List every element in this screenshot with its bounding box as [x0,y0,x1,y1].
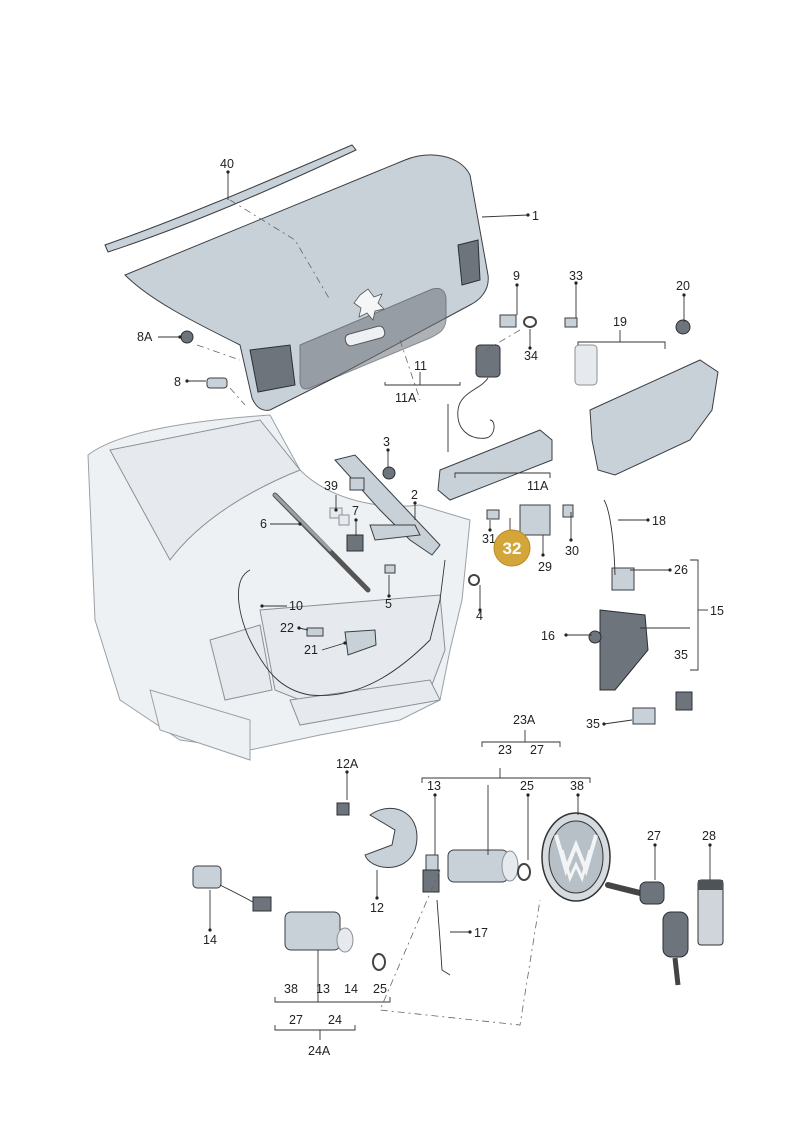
label-16: 16 [541,629,555,643]
right-bracket [574,344,719,691]
label-23a: 23A [513,713,536,727]
label-38-top: 38 [570,779,584,793]
label-39: 39 [324,479,338,493]
label-25-top: 25 [520,779,534,793]
label-22: 22 [280,621,294,635]
label-15: 15 [710,604,724,618]
label-9: 9 [513,269,520,283]
label-29: 29 [538,560,552,574]
label-40: 40 [220,157,234,171]
highlight-callout-32[interactable]: 32 [493,518,531,567]
label-4: 4 [476,609,483,623]
folding-key-icon [605,881,689,986]
spoiler-strip [104,144,357,253]
part-labels: 1 40 9 33 20 19 34 8A 8 11 11A 11A 3 2 3… [137,157,724,1058]
label-13-top: 13 [427,779,441,793]
label-18: 18 [652,514,666,528]
small-parts [180,314,693,725]
label-12a: 12A [336,757,359,771]
label-30: 30 [565,544,579,558]
label-23: 23 [498,743,512,757]
label-28: 28 [702,829,716,843]
label-8: 8 [174,375,181,389]
vw-roundel-icon [541,812,611,902]
trunk-lid [124,154,489,411]
lower-assembly [192,802,531,976]
label-11a-bottom: 11A [527,479,549,493]
label-7: 7 [352,504,359,518]
label-6: 6 [260,517,267,531]
label-31: 31 [482,532,496,546]
label-2: 2 [411,488,418,502]
label-19: 19 [613,315,627,329]
label-14-bottom-left: 14 [203,933,217,947]
label-33: 33 [569,269,583,283]
label-27-bottom: 27 [289,1013,303,1027]
label-27-right: 27 [647,829,661,843]
lock-assembly [437,344,553,501]
label-38-bottom: 38 [284,982,298,996]
label-26: 26 [674,563,688,577]
label-17: 17 [474,926,488,940]
dash-lines [196,199,541,1026]
label-24a: 24A [308,1044,331,1058]
label-12: 12 [370,901,384,915]
label-1: 1 [532,209,539,223]
label-20: 20 [676,279,690,293]
label-13-bottom: 13 [316,982,330,996]
label-8a: 8A [137,330,153,344]
label-35-right: 35 [674,648,688,662]
label-24: 24 [328,1013,342,1027]
label-34: 34 [524,349,538,363]
label-11a-top: 11A [395,391,417,405]
label-11: 11 [414,359,427,373]
label-21: 21 [304,643,318,657]
release-cable [238,559,446,696]
grease-tube-icon [697,879,724,946]
label-14-group: 14 [344,982,358,996]
rear-body-outline [87,414,471,761]
label-3: 3 [383,435,390,449]
highlight-label: 32 [503,539,522,558]
label-5: 5 [385,597,392,611]
leader-lines [158,170,712,1040]
label-35-bottom: 35 [586,717,600,731]
label-27-top: 27 [530,743,544,757]
label-10: 10 [289,599,303,613]
label-25-bottom: 25 [373,982,387,996]
